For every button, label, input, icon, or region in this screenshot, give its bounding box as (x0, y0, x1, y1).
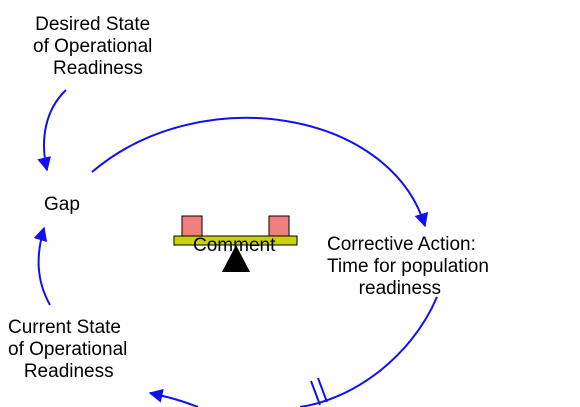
balancing-loop-seesaw-icon[interactable] (173, 215, 298, 272)
node-gap[interactable]: Gap (44, 194, 80, 215)
link-arrowhead-to-current-state (148, 388, 199, 407)
node-corrective-action[interactable]: Corrective Action: Time for population r… (327, 234, 489, 299)
delay-mark (310, 380, 321, 406)
link-current-state-to-gap[interactable] (33, 226, 51, 306)
seesaw-left-weight (181, 215, 203, 237)
link-desired-to-gap[interactable] (37, 89, 67, 172)
link-corrective-action-to-current-state[interactable] (299, 296, 438, 407)
node-current-state[interactable]: Current State of Operational Readiness (8, 317, 128, 382)
delay-mark (317, 377, 328, 403)
seesaw-fulcrum (222, 245, 250, 272)
seesaw-beam (173, 235, 298, 246)
node-desired-state[interactable]: Desired State of Operational Readiness (33, 14, 153, 79)
seesaw-right-weight (268, 215, 290, 237)
link-gap-to-corrective-action[interactable] (91, 116, 429, 228)
seesaw-comment-label: Comment (193, 235, 276, 256)
